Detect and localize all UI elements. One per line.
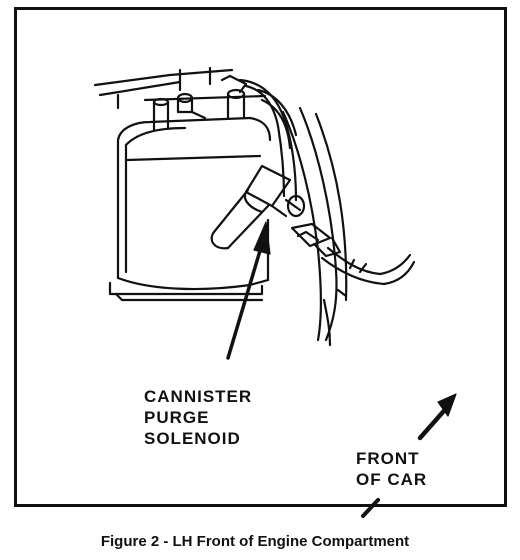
label-line: PURGE xyxy=(144,408,210,427)
figure-frame xyxy=(14,7,507,507)
label-line: OF CAR xyxy=(356,470,428,489)
fender-wall xyxy=(281,106,348,347)
electrical-connector xyxy=(290,222,416,286)
label-line: FRONT xyxy=(356,449,420,468)
front-of-car-label: FRONT OF CAR xyxy=(356,448,427,490)
caption-text: Figure 2 - LH Front of Engine Compartmen… xyxy=(100,533,410,550)
figure-caption: Figure 2 - LH Front of Engine Compartmen… xyxy=(0,533,520,550)
label-line: SOLENOID xyxy=(144,429,241,448)
cannister-purge-solenoid-label: CANNISTER PURGE SOLENOID xyxy=(144,386,252,449)
front-of-car-arrow xyxy=(361,393,457,518)
label-line: CANNISTER xyxy=(144,387,253,406)
canister xyxy=(108,116,272,302)
solenoid-leader-arrow xyxy=(226,221,271,360)
purge-solenoid xyxy=(210,164,306,250)
canister-nozzles xyxy=(152,74,248,132)
